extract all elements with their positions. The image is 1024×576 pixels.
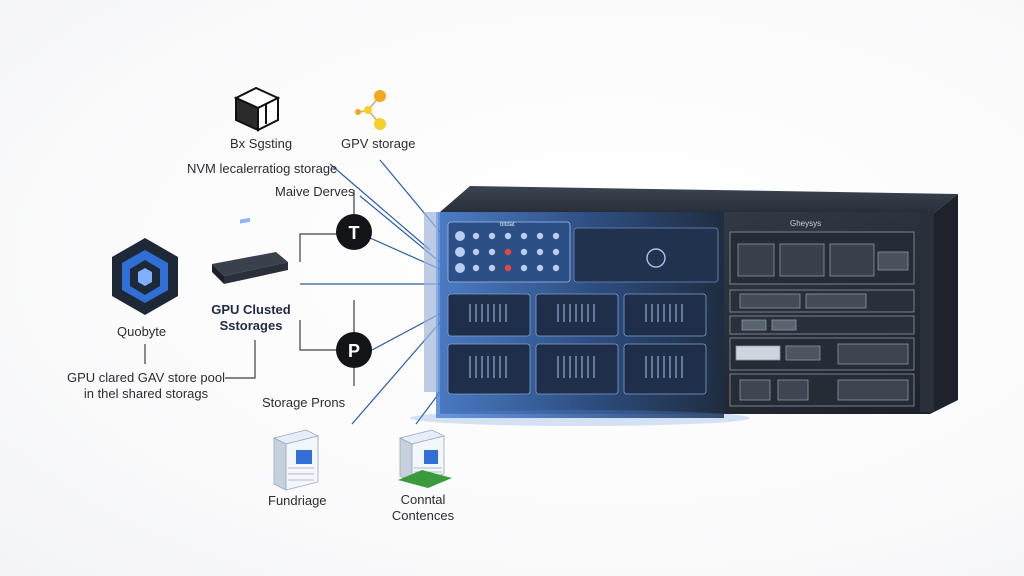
io-slot: [739, 379, 771, 401]
control-button: [472, 248, 480, 256]
control-button: [520, 248, 528, 256]
control-button: [504, 264, 512, 272]
control-button: [552, 264, 560, 272]
server-badge: Gheysys: [790, 219, 821, 228]
rack-ear-left: [424, 212, 438, 392]
badge-p: P: [336, 332, 372, 368]
io-slot: [739, 293, 801, 309]
cube-icon: [233, 86, 281, 132]
control-button: [552, 248, 560, 256]
io-slot: [741, 319, 767, 331]
quobyte-logo-icon: [112, 238, 178, 315]
control-button: [520, 264, 528, 272]
connector-line: [299, 320, 340, 351]
label-gpu-clared: GPU clared GAV store pool in thel shared…: [56, 370, 236, 402]
label-gpu-clared-line2: in thel shared storags: [83, 386, 209, 401]
label-gpu-clusted-line2: Sstorages: [219, 318, 283, 333]
label-gpu-clusted-line1: GPU Clusted: [211, 302, 291, 317]
badge-t: T: [336, 214, 372, 250]
server-tower-green-icon: [398, 429, 452, 488]
label-conntal: Conntal Contences: [380, 492, 466, 524]
io-slot: [735, 345, 781, 361]
control-button: [472, 264, 480, 272]
control-button: [520, 232, 528, 240]
connector-line: [329, 163, 431, 251]
io-slot: [837, 343, 909, 365]
drive-bay: [623, 293, 707, 337]
drive-bay: [447, 343, 531, 395]
drive-bays: [447, 293, 707, 395]
io-slot: [771, 319, 797, 331]
label-box-sgsting: Bx Sgsting: [230, 136, 293, 151]
label-conntal-line1: Conntal: [400, 492, 446, 507]
drive-bay: [535, 343, 619, 395]
storage-appliance-icon: [212, 217, 288, 284]
control-button: [552, 232, 560, 240]
io-slot: [737, 243, 775, 277]
io-slot: [785, 345, 821, 361]
label-nvm-storage: NVM lecalerratiog storage: [187, 161, 338, 176]
label-maive-derves: Maive Derves: [275, 184, 355, 199]
label-storage-prons: Storage Prons: [262, 395, 346, 410]
control-button: [488, 264, 496, 272]
io-slot: [779, 243, 825, 277]
control-button: [488, 232, 496, 240]
control-button: [455, 247, 465, 257]
label-quobyte: Quobyte: [117, 324, 167, 339]
svg-text:P: P: [348, 341, 360, 361]
control-button: [455, 231, 465, 241]
server-side: [930, 194, 958, 414]
drive-bay: [535, 293, 619, 337]
server-lid: [440, 186, 958, 216]
io-slot: [777, 379, 809, 401]
display-panel: [573, 227, 719, 283]
label-gpu-clusted: GPU Clusted Sstorages: [206, 302, 296, 334]
control-button: [455, 263, 465, 273]
control-button: [536, 248, 544, 256]
label-conntal-line2: Contences: [391, 508, 455, 523]
power-button: [646, 248, 666, 268]
label-gpu-clared-line1: GPU clared GAV store pool: [67, 370, 225, 385]
control-buttons: [455, 231, 560, 273]
server-tower-blue-icon: [272, 429, 320, 491]
drive-bay: [623, 343, 707, 395]
io-slot: [877, 251, 909, 271]
panel-tag: bltdat: [500, 222, 515, 228]
control-button: [504, 248, 512, 256]
svg-text:T: T: [349, 223, 360, 243]
control-button: [504, 232, 512, 240]
drive-vents: [469, 304, 683, 378]
control-button: [536, 264, 544, 272]
control-button: [488, 248, 496, 256]
label-gpv-storage: GPV storage: [341, 136, 416, 151]
io-slot: [837, 379, 909, 401]
io-slot: [805, 293, 867, 309]
control-button: [536, 232, 544, 240]
drive-bay: [447, 293, 531, 337]
network-nodes-icon: [355, 90, 386, 130]
rack-ear-right: [920, 212, 934, 412]
connector-line: [299, 233, 340, 262]
label-fundriage: Fundriage: [268, 493, 327, 508]
control-button: [472, 232, 480, 240]
floor-glow: [410, 410, 750, 426]
connector-line: [225, 340, 256, 379]
io-modules: [729, 231, 915, 407]
io-slot: [829, 243, 875, 277]
